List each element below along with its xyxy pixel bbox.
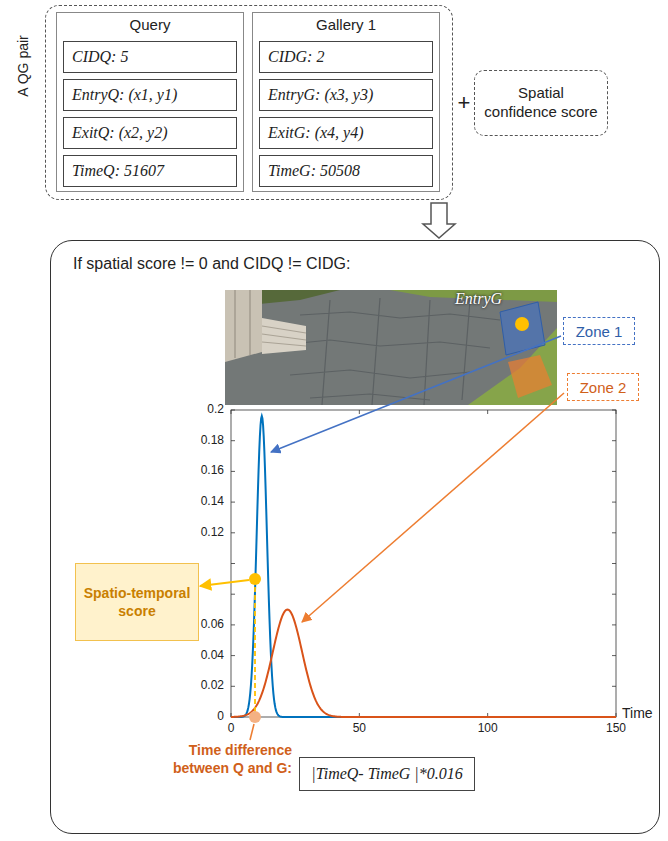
tick-label: 0 <box>184 709 224 723</box>
record-column: QueryCIDQ: 5 EntryQ: (x1, y1) ExitQ: (x2, … <box>56 12 244 192</box>
plus-sign: + <box>456 90 472 116</box>
field-box: ExitG: (x4, y4) <box>259 117 433 149</box>
tick-mark <box>612 655 616 656</box>
zone-label: Zone 1 <box>576 323 623 340</box>
tick-mark <box>612 563 616 564</box>
leader-line <box>302 393 564 622</box>
pair-group: A QG pairQueryCIDQ: 5EntryQ: (x1, y1)Exi… <box>45 5 453 200</box>
record-column: Gallery 1 CIDG: 2 EntryG: (x3, y3) ExitG: (… <box>252 12 440 192</box>
tick-mark <box>231 624 235 625</box>
step-edge <box>262 326 306 346</box>
field-text: TimeQ: 51607 <box>72 162 164 180</box>
plot-frame <box>231 410 616 717</box>
tick-label: 0.18 <box>184 433 224 447</box>
column-heading: Query <box>57 16 243 33</box>
tick-mark <box>231 410 232 414</box>
dashed-drop-line <box>254 579 256 716</box>
tick-label: 50 <box>339 721 379 735</box>
callout-box: Spatio-temporal score <box>75 563 199 641</box>
tick-label: 0.02 <box>184 678 224 692</box>
tick-mark <box>231 563 235 564</box>
zone-box: Zone 1 <box>563 317 635 345</box>
tick-mark <box>612 594 616 595</box>
tick-mark <box>612 410 616 411</box>
block-arrow <box>423 203 455 238</box>
tick-mark <box>612 502 616 503</box>
distribution-curve <box>231 416 616 717</box>
annotation-text: Time difference between Q and G: <box>150 742 292 777</box>
camera-photo <box>225 290 557 405</box>
time-dot <box>249 711 261 723</box>
tick-label: 150 <box>596 721 636 735</box>
tick-label: 0.04 <box>184 648 224 662</box>
group-label: A QG pair <box>15 23 31 109</box>
tick-mark <box>231 594 235 595</box>
field-box: TimeQ: 51607 <box>63 155 237 187</box>
tick-mark <box>612 624 616 625</box>
tick-label: 100 <box>468 721 508 735</box>
field-box: TimeG: 50508 <box>259 155 433 187</box>
tick-label: 0.14 <box>184 494 224 508</box>
tick-mark <box>612 471 616 472</box>
curves <box>231 416 616 717</box>
tick-mark <box>612 686 616 687</box>
tick-mark <box>616 410 617 414</box>
zone-label: Zone 2 <box>580 379 627 396</box>
field-text: ExitQ: (x2, y2) <box>72 124 168 142</box>
tick-label: 0.12 <box>184 525 224 539</box>
field-text: CIDQ: 5 <box>72 48 128 66</box>
tick-label: 0.2 <box>184 402 224 416</box>
entry-point <box>515 317 529 331</box>
tick-mark <box>612 440 616 441</box>
field-box: ExitQ: (x2, y2) <box>63 117 237 149</box>
tick-mark <box>487 410 488 414</box>
column-heading: Gallery 1 <box>253 16 439 33</box>
steps <box>262 318 306 354</box>
field-text: EntryG: (x3, y3) <box>268 86 373 104</box>
stone-joints <box>280 298 500 405</box>
tick-mark <box>231 686 235 687</box>
box-text: Spatial confidence score <box>483 84 599 122</box>
zone-2-area <box>508 355 552 398</box>
zone-1-area <box>500 302 545 355</box>
panel-title: If spatial score != 0 and CIDQ != CIDG: <box>73 255 350 273</box>
leader-line <box>200 580 249 586</box>
tick-mark <box>231 410 235 411</box>
leader-line <box>250 724 254 740</box>
condition-panel: If spatial score != 0 and CIDQ != CIDG: Z… <box>50 240 660 834</box>
pillar <box>225 290 262 362</box>
field-box: EntryQ: (x1, y1) <box>63 79 237 111</box>
field-text: EntryQ: (x1, y1) <box>72 86 177 104</box>
field-box: EntryG: (x3, y3) <box>259 79 433 111</box>
formula-box: |TimeQ- TimeG |*0.016 <box>299 757 475 791</box>
field-text: CIDG: 2 <box>268 48 324 66</box>
pillar-edge <box>235 290 250 358</box>
score-dot <box>249 573 261 585</box>
field-text: TimeG: 50508 <box>268 162 360 180</box>
tick-mark <box>359 410 360 414</box>
image-label: EntryG <box>455 290 502 308</box>
tick-mark <box>231 440 235 441</box>
pavement <box>225 290 557 405</box>
tick-mark <box>231 655 235 656</box>
distribution-curve <box>231 610 616 717</box>
tick-mark <box>231 502 235 503</box>
callout-text: Spatio-temporal score <box>81 584 193 620</box>
tick-label: 0 <box>211 721 251 735</box>
tick-label: 0.16 <box>184 463 224 477</box>
formula-text: |TimeQ- TimeG |*0.016 <box>311 765 462 783</box>
field-text: ExitG: (x4, y4) <box>268 124 364 142</box>
zone-box: Zone 2 <box>567 373 639 401</box>
field-box: CIDQ: 5 <box>63 41 237 73</box>
tick-marks <box>231 410 616 717</box>
score-box: Spatial confidence score <box>474 70 608 136</box>
tick-label: 0.06 <box>184 617 224 631</box>
tick-mark <box>612 532 616 533</box>
axis-title: Time <box>622 705 653 721</box>
field-box: CIDG: 2 <box>259 41 433 73</box>
tick-mark <box>231 471 235 472</box>
tick-mark <box>231 532 235 533</box>
